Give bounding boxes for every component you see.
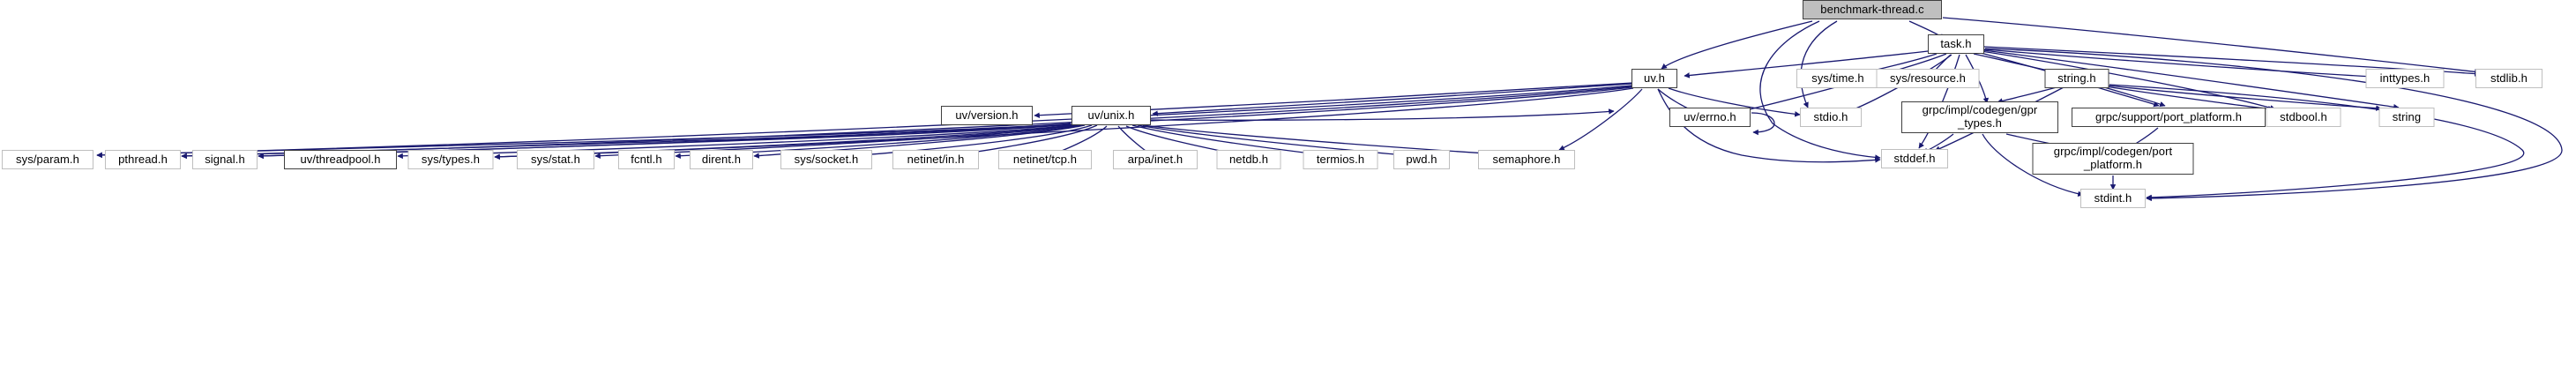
graph-edge xyxy=(2104,86,2274,112)
graph-node-termios-h[interactable]: termios.h xyxy=(1303,150,1378,169)
graph-node-grpc-impl-codegen-port-platform-h[interactable]: grpc/impl/codegen/port _platform.h xyxy=(2032,143,2194,175)
graph-edge xyxy=(1152,83,1632,116)
graph-edge xyxy=(1997,86,2057,104)
graph-node-sys-types-h[interactable]: sys/types.h xyxy=(407,150,494,169)
graph-edge xyxy=(2109,84,2525,201)
graph-node-string-h[interactable]: string.h xyxy=(2044,69,2109,88)
graph-node-netinet-tcp-h[interactable]: netinet/tcp.h xyxy=(998,150,1092,169)
graph-node-uv-threadpool-h[interactable]: uv/threadpool.h xyxy=(284,150,397,169)
graph-edge xyxy=(2107,85,2382,111)
graph-edge xyxy=(1759,20,1881,160)
graph-node-stdbool-h[interactable]: stdbool.h xyxy=(2266,108,2341,127)
graph-node-sys-socket-h[interactable]: sys/socket.h xyxy=(780,150,872,169)
graph-node-stddef-h[interactable]: stddef.h xyxy=(1881,149,1948,168)
graph-node-grpc-support-port-platform-h[interactable]: grpc/support/port_platform.h xyxy=(2072,108,2266,127)
graph-node-stdint-h[interactable]: stdint.h xyxy=(2080,189,2146,208)
graph-node-string[interactable]: string xyxy=(2378,108,2435,127)
graph-node-netinet-in-h[interactable]: netinet/in.h xyxy=(892,150,979,169)
graph-edge xyxy=(1146,108,1615,121)
graph-node-dirent-h[interactable]: dirent.h xyxy=(690,150,753,169)
graph-edge xyxy=(181,86,1632,160)
graph-edge xyxy=(1800,20,1838,108)
graph-node-fcntl-h[interactable]: fcntl.h xyxy=(618,150,675,169)
graph-node-arpa-inet-h[interactable]: arpa/inet.h xyxy=(1113,150,1198,169)
graph-node-stdio-h[interactable]: stdio.h xyxy=(1800,108,1862,127)
graph-node-signal-h[interactable]: signal.h xyxy=(192,150,258,169)
graph-node-uv-h[interactable]: uv.h xyxy=(1631,69,1677,88)
graph-node-netdb-h[interactable]: netdb.h xyxy=(1216,150,1281,169)
graph-edge xyxy=(2096,86,2160,108)
graph-node-inttypes-h[interactable]: inttypes.h xyxy=(2365,69,2445,88)
graph-node-uv-unix-h[interactable]: uv/unix.h xyxy=(1071,106,1151,125)
graph-node-benchmark-thread-c[interactable]: benchmark-thread.c xyxy=(1803,0,1942,19)
graph-node-stdlib-h[interactable]: stdlib.h xyxy=(2475,69,2542,88)
graph-node-pwd-h[interactable]: pwd.h xyxy=(1393,150,1450,169)
graph-node-sys-param-h[interactable]: sys/param.h xyxy=(2,150,93,169)
graph-edge xyxy=(494,87,1634,160)
graph-node-uv-errno-h[interactable]: uv/errno.h xyxy=(1669,108,1751,127)
graph-node-uv-version-h[interactable]: uv/version.h xyxy=(941,106,1033,125)
graph-node-sys-stat-h[interactable]: sys/stat.h xyxy=(517,150,594,169)
graph-node-task-h[interactable]: task.h xyxy=(1928,34,1984,54)
graph-edge xyxy=(1558,88,1643,151)
graph-edge xyxy=(1751,112,1775,136)
graph-node-sys-resource-h[interactable]: sys/resource.h xyxy=(1876,69,1980,88)
graph-node-semaphore-h[interactable]: semaphore.h xyxy=(1478,150,1575,169)
graph-edge xyxy=(1983,48,2374,79)
graph-node-grpc-impl-codegen-gpr-types-h[interactable]: grpc/impl/codegen/gpr _types.h xyxy=(1901,101,2058,133)
graph-node-sys-time-h[interactable]: sys/time.h xyxy=(1796,69,1879,88)
graph-edge xyxy=(1661,20,1813,70)
graph-edge xyxy=(1942,17,2481,75)
graph-node-pthread-h[interactable]: pthread.h xyxy=(105,150,181,169)
graph-edge xyxy=(96,85,1632,159)
